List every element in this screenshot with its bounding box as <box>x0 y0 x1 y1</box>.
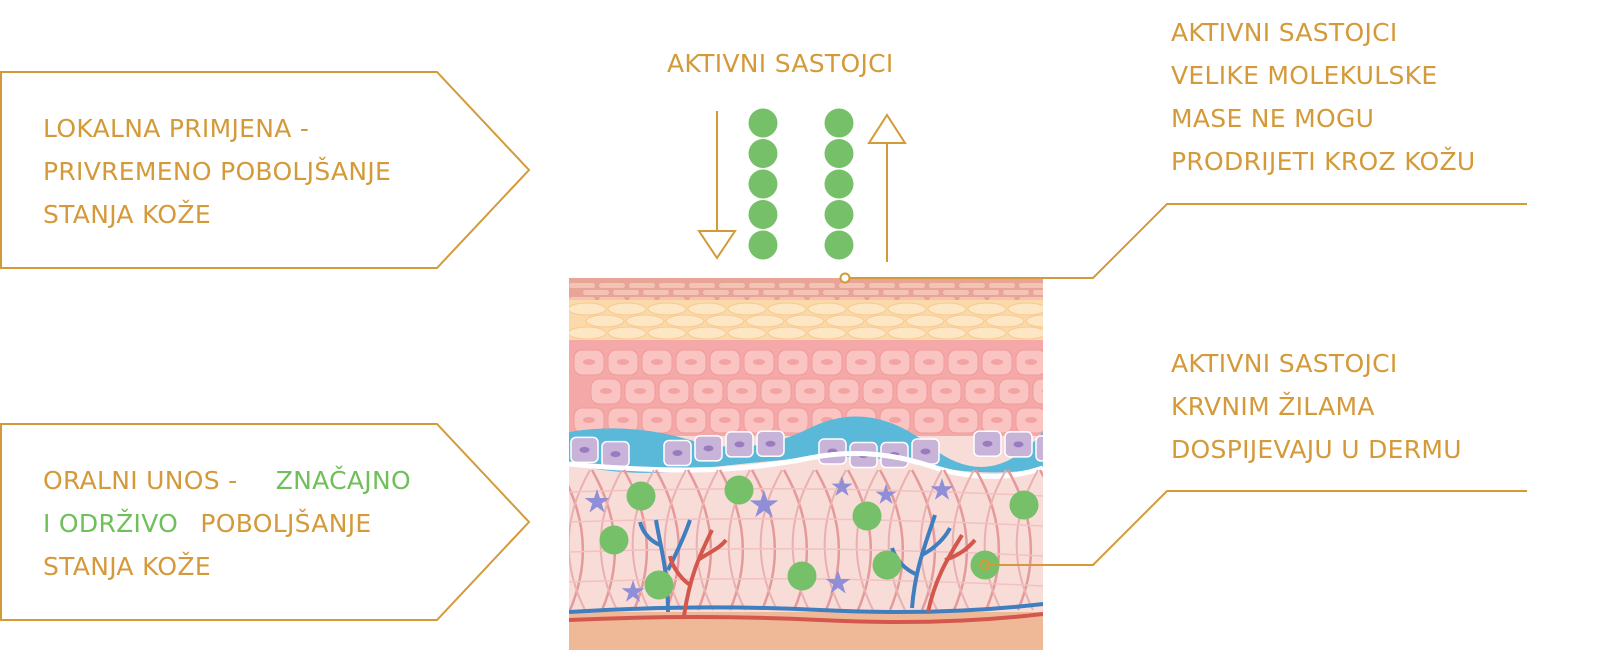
molecule-icon <box>872 550 902 580</box>
left-box-topical-outline <box>0 71 531 269</box>
skin-cross-section <box>569 278 1043 650</box>
fibroblast-icon <box>621 580 645 602</box>
molecule-icon <box>787 561 817 591</box>
molecule-icon <box>724 475 754 505</box>
fibroblast-icon <box>584 489 610 513</box>
dermal-junction <box>569 451 1043 480</box>
molecule-columns <box>748 108 854 260</box>
leader-line-bottom <box>979 490 1527 571</box>
leader-line-top <box>839 203 1527 284</box>
molecule-icon <box>824 108 854 138</box>
molecule-icon <box>852 501 882 531</box>
molecule-icon <box>824 230 854 260</box>
molecule-icon <box>1009 490 1039 520</box>
molecule-icon <box>824 169 854 199</box>
molecule-icon <box>748 230 778 260</box>
molecule-icon <box>824 139 854 168</box>
blood-vessel-icon <box>569 514 1043 624</box>
molecule-icon <box>748 200 778 229</box>
left-box-oral-text: ORALNI UNOS - ZNAČAJNO I ODRŽIVO POBOLJŠ… <box>43 466 411 581</box>
molecule-icon <box>748 139 778 168</box>
molecule-icon <box>824 200 854 229</box>
molecule-icon <box>748 169 778 199</box>
top-label: AKTIVNI SASTOJCI <box>667 49 894 78</box>
fibroblast-icon <box>875 484 897 504</box>
molecule-icon <box>626 481 656 511</box>
arrow-up-icon <box>867 113 907 262</box>
left-box-topical-text: LOKALNA PRIMJENA - PRIVREMENO POBOLJŠANJ… <box>43 114 392 229</box>
dermis-molecules <box>599 475 1039 600</box>
molecule-icon <box>599 525 629 555</box>
fibroblast-icon <box>831 476 853 496</box>
fibroblast-icon <box>584 476 954 602</box>
right-annotation-top: AKTIVNI SASTOJCI VELIKE MOLEKULSKE MASE … <box>1171 18 1476 176</box>
fibroblast-icon <box>825 570 851 594</box>
right-annotation-bottom: AKTIVNI SASTOJCI KRVNIM ŽILAMA DOSPIJEVA… <box>1171 349 1462 464</box>
molecule-icon <box>748 108 778 138</box>
fibroblast-icon <box>930 478 954 500</box>
left-box-oral-outline <box>0 423 531 621</box>
fibroblast-icon <box>749 490 779 518</box>
molecule-icon <box>644 570 674 600</box>
arrow-down-icon <box>697 111 737 260</box>
